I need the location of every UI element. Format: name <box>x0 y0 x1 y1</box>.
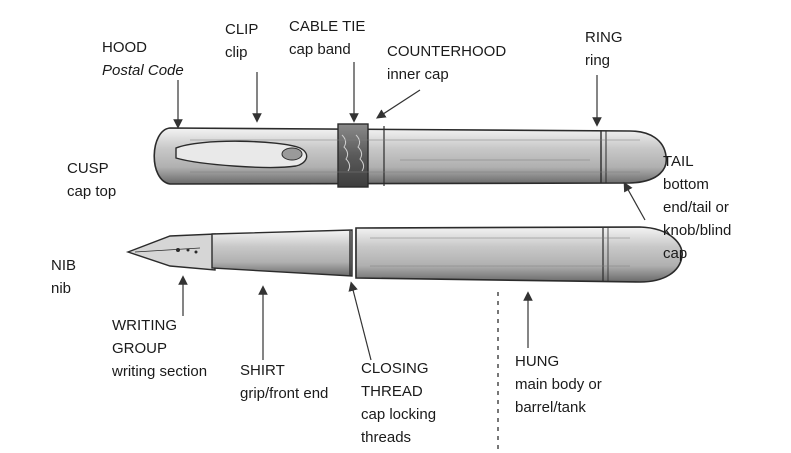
tail-desc-4: cap <box>663 245 688 262</box>
tail-desc-1: bottom <box>663 176 709 193</box>
label-counterhood: COUNTERHOOD inner cap <box>387 40 506 86</box>
label-hung: HUNG main body or barrel/tank <box>515 350 602 419</box>
tail-desc-3: knob/blind <box>663 222 732 239</box>
closing-thread-arrow <box>348 281 372 361</box>
clip-term: CLIP <box>225 21 259 38</box>
grip-shape <box>211 229 353 277</box>
label-tail: TAIL bottom end/tail or knob/blind cap <box>663 150 731 265</box>
barrel-shape <box>355 226 683 283</box>
writing-group-term-2: GROUP <box>112 340 168 357</box>
tail-desc-2: end/tail or <box>663 199 729 216</box>
hung-desc-2: barrel/tank <box>515 399 586 416</box>
pen-cap <box>153 123 668 188</box>
hung-desc-1: main body or <box>515 376 602 393</box>
hung-term: HUNG <box>515 353 560 370</box>
tail-term: TAIL <box>663 153 694 170</box>
label-shirt: SHIRT grip/front end <box>240 359 328 405</box>
closing-thread-desc-1: cap locking <box>361 406 437 423</box>
closing-thread-term-1: CLOSING <box>361 360 429 377</box>
writing-group-term-1: WRITING <box>112 317 177 334</box>
ring-term: RING <box>585 29 623 46</box>
label-ring: RING ring <box>585 26 623 72</box>
nib-desc: nib <box>51 280 72 297</box>
label-cusp: CUSP cap top <box>67 157 116 203</box>
label-clip: CLIP clip <box>225 18 258 64</box>
closing-thread-desc-2: threads <box>361 429 412 446</box>
label-cable-tie: CABLE TIE cap band <box>289 15 365 61</box>
label-closing-thread: CLOSING THREAD cap locking threads <box>361 357 436 449</box>
nib-term: NIB <box>51 257 77 274</box>
counterhood-term: COUNTERHOOD <box>387 43 507 60</box>
cable-tie-desc: cap band <box>289 41 351 58</box>
cap-band-shape <box>337 123 369 188</box>
shirt-term: SHIRT <box>240 362 285 379</box>
label-nib: NIB nib <box>51 254 76 300</box>
cable-tie-term: CABLE TIE <box>289 18 366 35</box>
counterhood-arrow <box>375 89 421 119</box>
shirt-desc: grip/front end <box>240 385 329 402</box>
pointer-arrows <box>173 62 646 361</box>
clip-shape <box>175 140 308 169</box>
pen-body <box>125 226 683 283</box>
writing-group-desc: writing section <box>112 363 208 380</box>
hood-term: HOOD <box>102 39 147 56</box>
closing-thread-term-2: THREAD <box>361 383 423 400</box>
ring-desc: ring <box>585 52 611 69</box>
cusp-desc: cap top <box>67 183 117 200</box>
hood-desc: Postal Code <box>102 62 184 79</box>
label-writing-group: WRITING GROUP writing section <box>112 314 207 383</box>
clip-desc: clip <box>225 44 248 61</box>
label-hood: HOOD Postal Code <box>102 36 184 82</box>
cusp-term: CUSP <box>67 160 109 177</box>
tail-arrow <box>623 181 646 221</box>
counterhood-desc: inner cap <box>387 66 449 83</box>
